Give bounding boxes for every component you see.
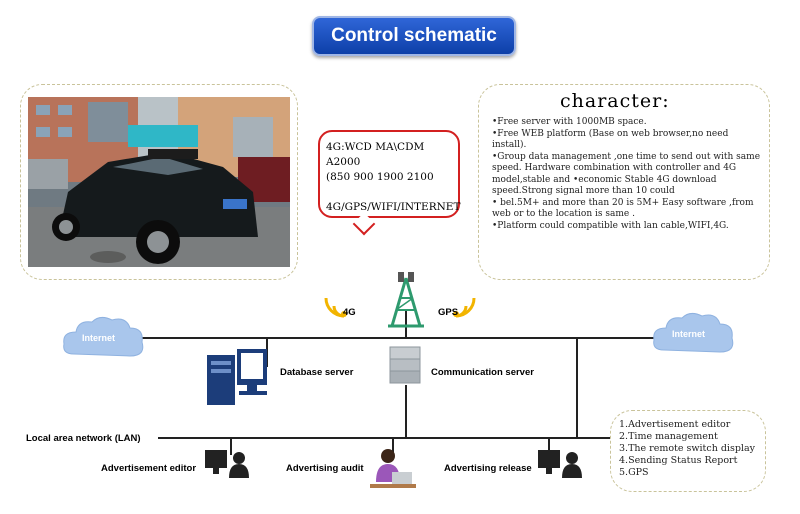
function-item: 2.Time management bbox=[619, 431, 718, 442]
functions-box: 1.Advertisement editor 2.Time management… bbox=[610, 410, 766, 492]
signal-waves-left-icon bbox=[324, 297, 347, 318]
backbone-line bbox=[130, 337, 660, 339]
title-banner: Control schematic bbox=[312, 16, 516, 56]
character-title: character: bbox=[560, 90, 670, 112]
advertising-release-label: Advertising release bbox=[444, 463, 532, 474]
audit-drop-line bbox=[392, 437, 394, 455]
character-item: • bel.5M+ and more than 20 is 5M+ Easy s… bbox=[492, 197, 754, 220]
internet-label-right: Internet bbox=[672, 329, 706, 339]
communication-server-label: Communication server bbox=[431, 367, 534, 378]
release-drop-line bbox=[548, 437, 550, 455]
advertising-audit-label: Advertising audit bbox=[286, 463, 364, 474]
lan-riser-right bbox=[576, 337, 578, 439]
database-server-label: Database server bbox=[280, 367, 354, 378]
advertising-audit-person-icon bbox=[370, 449, 416, 488]
taxi-photo bbox=[28, 97, 290, 267]
lan-label: Local area network (LAN) bbox=[26, 433, 141, 444]
internet-cloud-right bbox=[653, 312, 734, 353]
bubble-line-2: (850 900 1900 2100 bbox=[326, 171, 434, 183]
label-4g: 4G bbox=[343, 307, 356, 318]
character-item: •Free server with 1000MB space. bbox=[492, 117, 647, 127]
bubble-line-4: 4G/GPS/WIFI/INTERNET bbox=[326, 201, 461, 213]
function-item: 3.The remote switch display bbox=[619, 443, 755, 454]
function-item: 1.Advertisement editor bbox=[619, 419, 731, 430]
comm-drop-line bbox=[405, 385, 407, 438]
communication-server-icon bbox=[389, 346, 421, 384]
tower-drop-line bbox=[405, 310, 407, 338]
character-item: •Platform could compatible with lan cabl… bbox=[492, 220, 729, 231]
editor-drop-line bbox=[230, 437, 232, 455]
function-item: 5.GPS bbox=[619, 467, 649, 478]
label-gps: GPS bbox=[438, 307, 459, 318]
photo-frame bbox=[20, 84, 298, 280]
cell-tower-icon bbox=[388, 272, 424, 328]
database-server-icon bbox=[207, 349, 267, 405]
signal-waves-right-icon bbox=[453, 297, 476, 318]
bubble-line-3 bbox=[326, 185, 454, 200]
internet-cloud-left bbox=[63, 316, 144, 357]
character-item: •Free WEB platform (Base on web browser,… bbox=[492, 128, 729, 151]
func-link-line bbox=[578, 437, 610, 439]
network-spec-bubble: 4G:WCD MA\CDM A2000 (850 900 1900 2100 4… bbox=[318, 130, 460, 218]
character-list: •Free server with 1000MB space. •Free WE… bbox=[492, 117, 764, 232]
lan-line bbox=[158, 437, 578, 439]
bubble-line-1: 4G:WCD MA\CDM A2000 bbox=[326, 141, 425, 168]
character-item: •Group data management ,one time to send… bbox=[492, 151, 761, 197]
internet-label-left: Internet bbox=[82, 333, 116, 343]
advertisement-editor-label: Advertisement editor bbox=[101, 463, 197, 474]
advertising-release-user-icon bbox=[538, 450, 582, 478]
character-box bbox=[478, 84, 770, 280]
taxi-top-led-image bbox=[28, 97, 290, 267]
function-item: 4.Sending Status Report bbox=[619, 455, 738, 466]
advertisement-editor-user-icon bbox=[205, 450, 249, 478]
